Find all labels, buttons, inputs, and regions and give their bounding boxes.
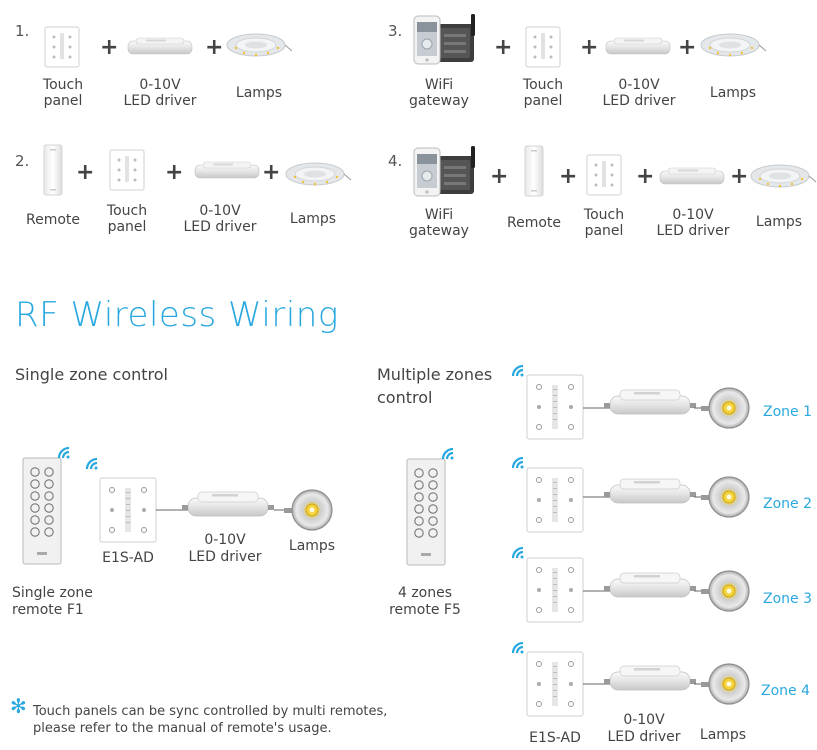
led-strip-icon	[226, 33, 293, 57]
plus-sign: +	[165, 160, 184, 185]
touch-panel-icon	[526, 467, 584, 533]
plus-sign: +	[100, 35, 119, 60]
section-title: RF Wireless Wiring	[15, 295, 339, 335]
zone-2-label: Zone 2	[763, 496, 812, 512]
single-zone-remote-label: Single zone remote F1	[12, 585, 93, 618]
combo-1-item-2-label: 0-10V LED driver	[123, 77, 197, 109]
combo-3-number: 3.	[388, 22, 403, 40]
touch-panel-icon	[44, 26, 80, 68]
wireless-signal-icon	[511, 456, 525, 470]
wireless-signal-icon	[511, 641, 525, 655]
remote-icon	[43, 144, 63, 196]
plus-sign: +	[494, 35, 513, 60]
led-strip-icon	[285, 162, 352, 186]
combo-4-item-3-label: Touch panel	[583, 207, 625, 239]
single-zone-lamp-label: Lamps	[288, 538, 336, 554]
asterisk-icon: ✻	[10, 694, 27, 718]
led-driver-icon	[194, 161, 260, 179]
touch-panel-icon	[525, 26, 561, 68]
combo-3-item-3-label: 0-10V LED driver	[602, 77, 676, 109]
led-driver-icon	[659, 167, 725, 185]
led-driver-icon	[603, 389, 697, 415]
plus-sign: +	[205, 35, 224, 60]
combo-2-item-2-label: Touch panel	[106, 203, 148, 235]
touch-panel-icon	[526, 557, 584, 623]
plus-sign: +	[678, 35, 697, 60]
plus-sign: +	[559, 164, 578, 189]
led-driver-icon	[603, 478, 697, 504]
multi-zone-driver-label: 0-10V LED driver	[607, 712, 681, 745]
led-driver-icon	[603, 665, 697, 691]
combo-4-number: 4.	[388, 152, 403, 170]
combo-3-item-2-label: Touch panel	[522, 77, 564, 109]
plus-sign: +	[490, 164, 509, 189]
lamp-icon	[283, 489, 333, 531]
combo-4-item-4-label: 0-10V LED driver	[656, 207, 730, 239]
led-strip-icon	[700, 33, 767, 57]
multi-zone-panel-label: E1S-AD	[529, 730, 581, 746]
single-zone-remote-icon	[22, 457, 62, 565]
single-zone-heading: Single zone control	[15, 365, 168, 384]
single-zone-panel-label: E1S-AD	[102, 550, 154, 566]
zone-4-label: Zone 4	[761, 683, 810, 699]
wireless-signal-icon	[511, 364, 525, 378]
touch-panel-icon	[99, 477, 157, 543]
touch-panel-icon	[526, 651, 584, 717]
combo-3-item-1-label: WiFi gateway	[409, 77, 469, 109]
note-text: Touch panels can be sync controlled by m…	[33, 704, 388, 736]
plus-sign: +	[262, 160, 281, 185]
remote-icon	[524, 145, 544, 197]
led-driver-icon	[605, 37, 671, 55]
lamp-icon	[700, 570, 750, 612]
plus-sign: +	[580, 35, 599, 60]
wireless-signal-icon	[511, 546, 525, 560]
plus-sign: +	[636, 164, 655, 189]
combo-4-item-2-label: Remote	[506, 215, 562, 231]
wifi-gateway-icon	[413, 13, 476, 65]
combo-4-item-1-label: WiFi gateway	[409, 207, 469, 239]
wireless-signal-icon	[85, 457, 99, 471]
led-strip-icon	[750, 164, 817, 188]
combo-2-item-4-label: Lamps	[289, 211, 337, 227]
wireless-signal-icon	[441, 447, 455, 461]
touch-panel-icon	[586, 154, 622, 196]
wifi-gateway-icon	[413, 145, 476, 197]
lamp-icon	[700, 663, 750, 705]
zone-1-label: Zone 1	[763, 404, 812, 420]
combo-3-item-4-label: Lamps	[709, 85, 757, 101]
four-zone-remote-icon	[406, 458, 446, 566]
touch-panel-icon	[526, 374, 584, 440]
multi-zone-lamp-label: Lamps	[699, 727, 747, 743]
zone-3-label: Zone 3	[763, 591, 812, 607]
combo-1-item-1-label: Touch panel	[42, 77, 84, 109]
led-driver-icon	[181, 491, 275, 517]
combo-2-item-3-label: 0-10V LED driver	[183, 203, 257, 235]
plus-sign: +	[76, 160, 95, 185]
led-driver-icon	[127, 37, 193, 55]
led-driver-icon	[603, 572, 697, 598]
wireless-signal-icon	[57, 446, 71, 460]
four-zone-remote-label: 4 zones remote F5	[389, 585, 461, 618]
combo-2-number: 2.	[15, 152, 30, 170]
lamp-icon	[700, 476, 750, 518]
combo-1-item-3-label: Lamps	[235, 85, 283, 101]
multiple-zones-heading: Multiple zones control	[377, 365, 493, 407]
combo-2-item-1-label: Remote	[25, 212, 81, 228]
touch-panel-icon	[109, 149, 145, 191]
lamp-icon	[700, 387, 750, 429]
combo-4-item-5-label: Lamps	[755, 214, 803, 230]
plus-sign: +	[730, 164, 749, 189]
combo-1-number: 1.	[15, 22, 30, 40]
single-zone-driver-label: 0-10V LED driver	[188, 532, 262, 565]
